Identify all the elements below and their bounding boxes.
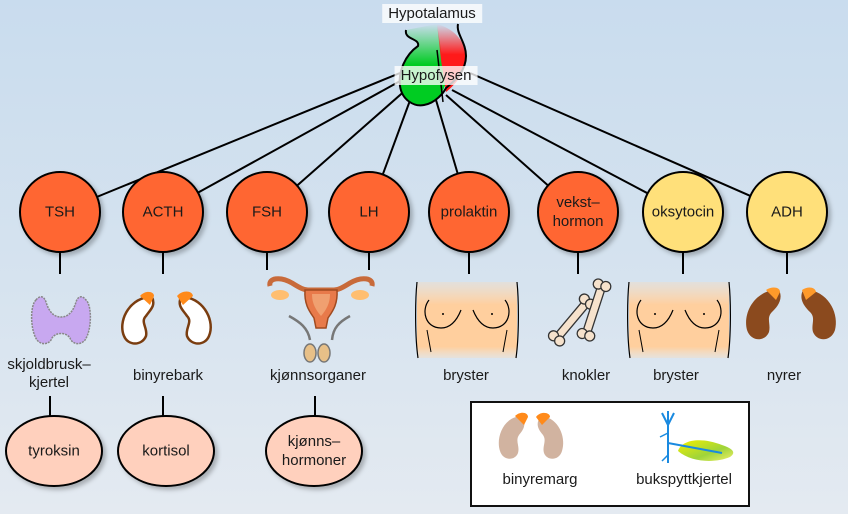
product-label: kortisol	[142, 442, 190, 460]
connector-line	[451, 89, 649, 195]
target-label-bones: knokler	[561, 367, 611, 384]
target-label-kidneys: nyrer	[766, 367, 802, 384]
breasts-icon	[415, 281, 519, 359]
hormone-node-oksytocin[interactable]: oksytocin	[652, 203, 715, 222]
product-ellipse[interactable]	[265, 415, 363, 487]
connector-line	[197, 79, 403, 194]
connector-line	[296, 87, 409, 187]
target-label-breasts: bryster	[653, 367, 699, 384]
product-label: tyroksin	[28, 442, 80, 460]
product-node-sex-hormones[interactable]: kjønns– hormoner	[282, 432, 346, 470]
target-label-line1: skjoldbrusk–	[7, 356, 91, 373]
legend-box: binyremarg bukspyttkjertel	[470, 401, 750, 507]
pituitary-label: Hypofysen	[394, 66, 478, 85]
hormone-label-line1: vekst–	[556, 194, 600, 211]
hormone-node-fsh[interactable]: FSH	[252, 203, 282, 222]
reproductive-organs-icon	[267, 276, 375, 363]
product-ellipse[interactable]	[117, 415, 215, 487]
adrenal-kidney-icon	[121, 291, 212, 345]
target-label-line2: kjertel	[28, 374, 69, 391]
connector-line	[445, 94, 549, 187]
target-label-reproductive: kjønnsorganer	[270, 367, 366, 384]
bones-icon	[547, 278, 612, 347]
hormone-label-line2: hormon	[552, 213, 604, 230]
hormone-node-adh[interactable]: ADH	[771, 203, 803, 222]
thyroid-icon	[30, 296, 92, 345]
adrenal-medulla-icon	[498, 412, 564, 459]
hormone-node-tsh[interactable]: TSH	[45, 203, 75, 222]
hormone-label: prolaktin	[440, 203, 498, 221]
product-label-line1: kjønns–	[287, 433, 341, 450]
target-label-breasts: bryster	[443, 367, 489, 384]
kidneys-icon	[746, 287, 836, 340]
hormone-label: ACTH	[142, 203, 184, 221]
product-node-tyroksin[interactable]: tyroksin	[28, 442, 80, 461]
product-ellipse[interactable]	[5, 415, 103, 487]
hypothalamus-label: Hypotalamus	[382, 4, 482, 23]
hormone-node-prolaktin[interactable]: prolaktin	[441, 203, 498, 222]
connector-line	[381, 94, 413, 175]
hormone-label: oksytocin	[651, 203, 715, 221]
legend-label-adrenal-medulla: binyremarg	[502, 471, 578, 488]
target-label-thyroid: skjoldbrusk–kjertel	[7, 356, 90, 392]
hormone-label: FSH	[252, 203, 282, 221]
connector-line	[469, 72, 751, 197]
breasts-icon	[627, 281, 731, 359]
product-label-line2: hormoner	[281, 452, 347, 469]
hormone-node-lh[interactable]: LH	[359, 203, 378, 222]
hormone-node-acth[interactable]: ACTH	[143, 203, 184, 222]
pancreas-icon	[659, 411, 734, 463]
hormone-node-veksthormon[interactable]: vekst– hormon	[553, 193, 604, 231]
hormone-label: TSH	[45, 203, 75, 221]
legend-label-pancreas: bukspyttkjertel	[636, 471, 732, 488]
hormone-label: ADH	[771, 203, 803, 221]
hormone-label: LH	[359, 203, 379, 221]
pituitary-gland-icon	[398, 23, 468, 107]
product-node-kortisol[interactable]: kortisol	[142, 442, 190, 461]
connector-line	[435, 99, 459, 174]
target-label-adrenal-cortex: binyrebark	[132, 367, 204, 384]
